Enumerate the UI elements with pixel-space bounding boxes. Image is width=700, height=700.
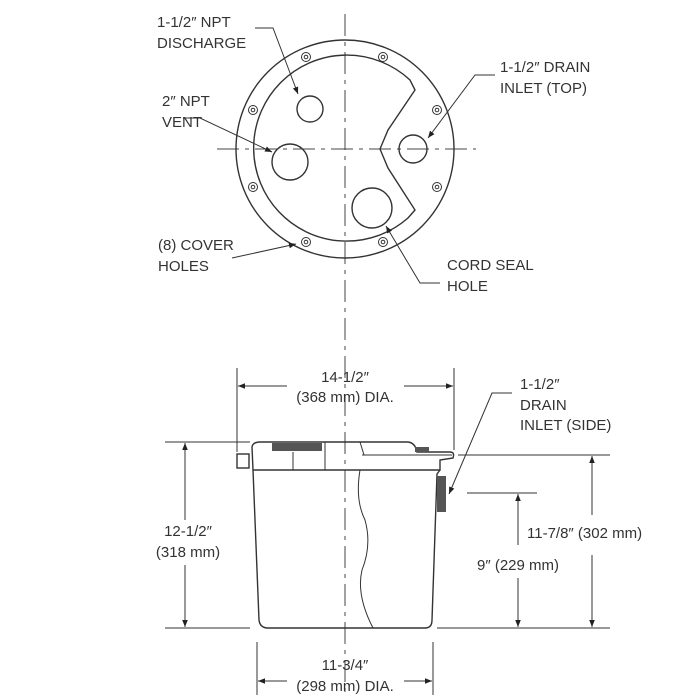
cover-bolt-holes (248, 52, 442, 247)
bolt-hole-center (434, 107, 440, 113)
bolt-hole-center (380, 239, 386, 245)
overall-height-label-2: (318 mm) (156, 544, 220, 561)
drain-side-label-3: INLET (SIDE) (520, 417, 611, 434)
basin-lid (251, 441, 455, 471)
lid-vent-fitting (272, 443, 322, 451)
rim-height-label: 11-7/8″ (302 mm) (527, 525, 642, 542)
bolt-hole (378, 237, 388, 247)
vent-hole (271, 143, 309, 181)
cutaway-break-line (357, 469, 374, 629)
bolt-hole (248, 182, 258, 192)
cord-seal-leader (385, 225, 440, 284)
overall-height-label-1: 12-1/2″ (164, 523, 213, 540)
cover-outer-rim (235, 39, 455, 259)
cover-holes-leader (231, 242, 297, 259)
side-view: 14-1/2″ (368 mm) DIA. 1-1/2″ DRAIN INLET… (156, 368, 642, 695)
bottom-diameter-label-2: (298 mm) DIA. (296, 678, 394, 695)
lid-detail (359, 441, 365, 456)
bolt-hole (248, 105, 258, 115)
basin-body (252, 469, 441, 629)
side-drain-inlet (437, 476, 446, 512)
discharge-label-1: 1-1/2″ NPT (157, 14, 231, 31)
bolt-hole-center (434, 184, 440, 190)
cord-seal-hole (351, 187, 393, 229)
cover-holes-label-2: HOLES (158, 258, 209, 275)
cover-holes-label-1: (8) COVER (158, 237, 234, 254)
drain-top-label-2: INLET (TOP) (500, 80, 587, 97)
bolt-hole-center (303, 239, 309, 245)
inlet-height-label: 9″ (229 mm) (477, 557, 559, 574)
cord-seal-label-2: HOLE (447, 278, 488, 295)
drain-top-leader (427, 74, 495, 139)
top-view: 1-1/2″ NPT DISCHARGE 2″ NPT VENT (8) COV… (157, 14, 590, 295)
bottom-diameter-label-1: 11-3/4″ (322, 657, 369, 674)
top-diameter-label-2: (368 mm) DIA. (296, 389, 394, 406)
bolt-hole (432, 182, 442, 192)
drain-top-label-1: 1-1/2″ DRAIN (500, 59, 590, 76)
cover-inner-outline (252, 54, 416, 242)
bolt-hole (432, 105, 442, 115)
bolt-hole-center (250, 107, 256, 113)
cord-seal-label-1: CORD SEAL (447, 257, 534, 274)
drain-inlet-top-hole (398, 134, 428, 164)
drain-side-label-1: 1-1/2″ (520, 376, 560, 393)
discharge-hole (296, 95, 324, 123)
lid-fitting (415, 447, 429, 452)
bolt-hole-center (303, 54, 309, 60)
vent-leader (183, 117, 273, 153)
vent-label-2: VENT (162, 114, 202, 131)
bolt-hole (301, 237, 311, 247)
bolt-hole (378, 52, 388, 62)
vent-label-1: 2″ NPT (162, 93, 210, 110)
drain-side-leader (448, 392, 512, 495)
discharge-leader (255, 27, 299, 95)
top-diameter-label-1: 14-1/2″ (321, 369, 370, 386)
bolt-hole (301, 52, 311, 62)
bolt-hole-center (250, 184, 256, 190)
bolt-hole-center (380, 54, 386, 60)
lid-tab (236, 453, 250, 469)
discharge-label-2: DISCHARGE (157, 35, 246, 52)
drain-side-label-2: DRAIN (520, 397, 567, 414)
